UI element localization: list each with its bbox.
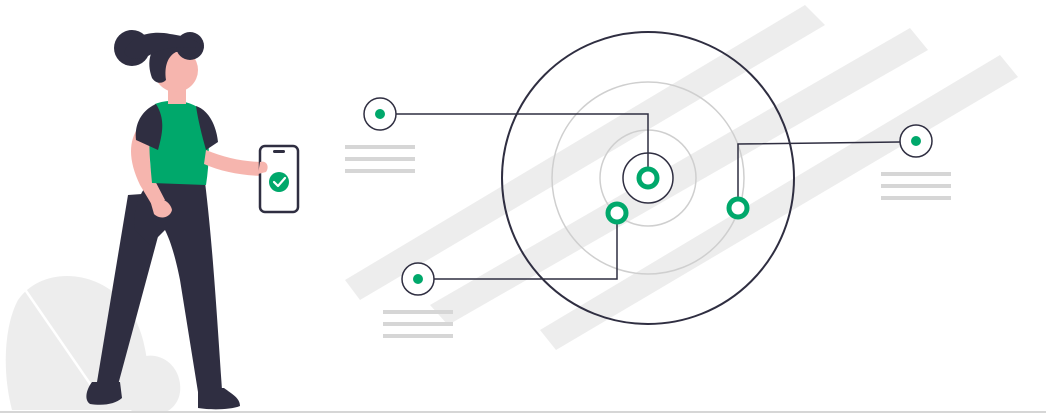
text-placeholder-line [345,157,415,161]
person-pants [134,180,222,392]
text-placeholder-line [345,169,415,173]
text-placeholder-line [383,334,453,338]
person-sleeve-right [196,106,218,150]
marker-dot [413,274,423,284]
connector-lines [396,113,901,280]
radar-blip-lower [605,201,629,225]
person-arm-back [131,125,165,205]
person-hair-top [124,32,204,59]
text-placeholder-line [881,172,951,176]
marker-dot [375,109,385,119]
radar-blip-center [636,166,660,190]
person-hand-back [150,198,172,218]
connector-right [737,141,901,208]
person-shoe-front [198,388,240,410]
marker-bottom-left [383,262,453,338]
connector-top-left [396,113,649,168]
marker-top-left [345,97,415,173]
person-arm-front [204,150,266,176]
connector-bottom-left [434,213,618,280]
background-stripes [345,5,1018,350]
person-shoe-back [86,382,122,405]
text-placeholder-line [383,322,453,326]
radar-outer-ring [501,31,795,325]
radar-blips [605,166,750,225]
text-placeholder-line [881,196,951,200]
person-shirt [149,100,209,185]
radar-middle-ring [551,81,745,275]
person-figure [86,30,266,410]
text-placeholder-line [383,310,453,314]
background-stripe [540,55,1018,350]
text-placeholder-line [345,145,415,149]
leaf-small [126,355,181,412]
person-sleeve-left [135,104,163,150]
check-mark-icon [272,176,287,188]
person-thumb [258,161,268,174]
text-placeholder-line [881,184,951,188]
phone-speaker [273,150,285,153]
radar-blip-right [726,196,750,220]
background-stripe [430,28,928,325]
background-stripe [345,5,825,300]
check-circle-icon [269,172,289,192]
marker-right [881,124,951,200]
phone [258,144,300,214]
marker-dot [911,136,921,146]
